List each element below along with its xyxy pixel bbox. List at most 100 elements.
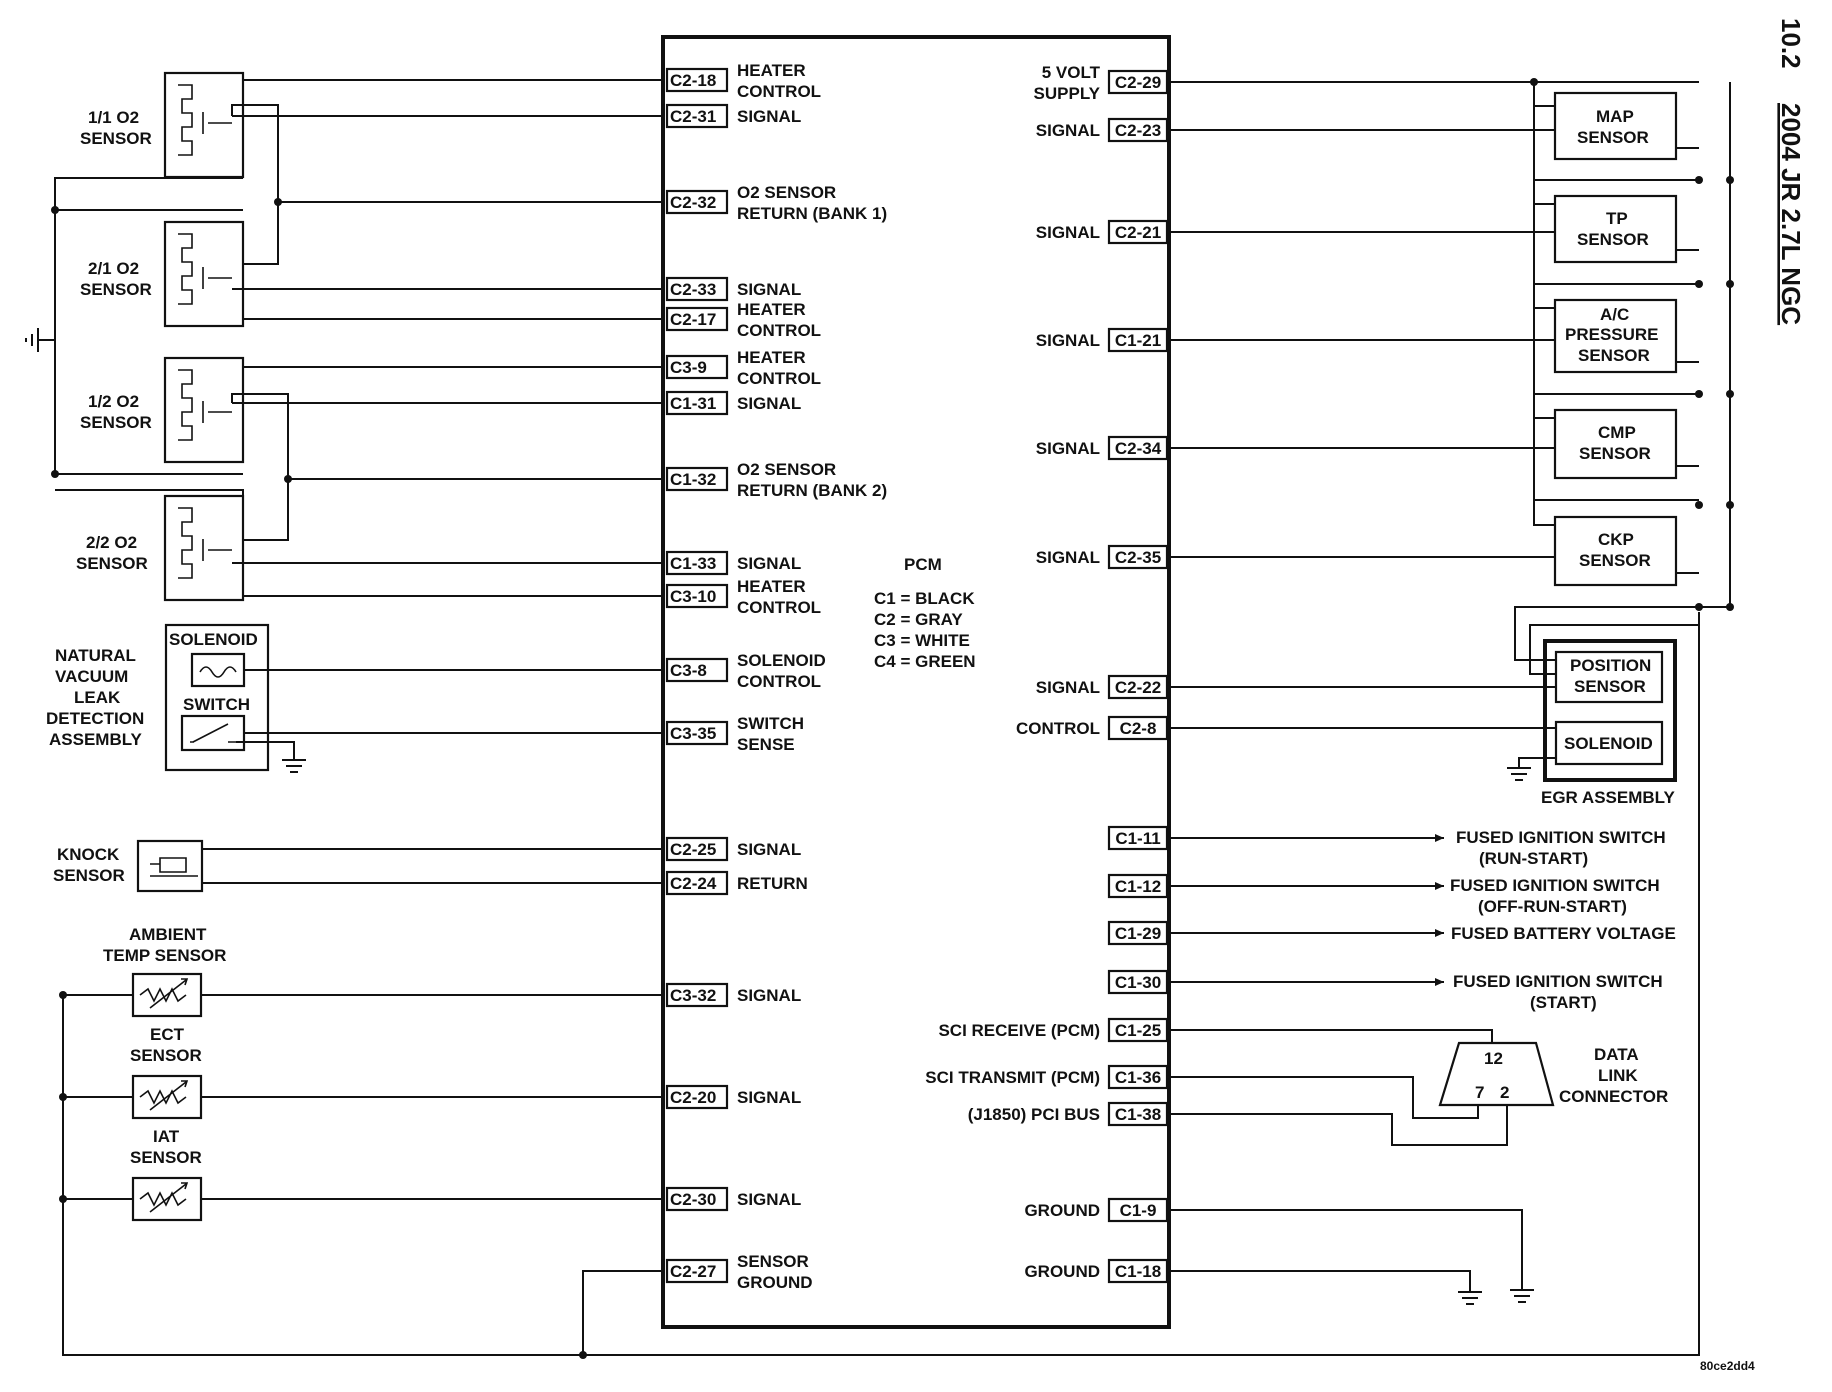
pin-box — [1107, 674, 1169, 700]
pcm-legend-c3: C3 = WHITE — [874, 631, 970, 650]
ground-icon — [25, 328, 39, 352]
ambient-temp-sensor: AMBIENT TEMP SENSOR — [59, 925, 665, 1018]
ect-sensor: ECT SENSOR — [59, 1025, 665, 1120]
pin-id: C2-27 — [670, 1262, 716, 1281]
o2-sensor-2-2-label2: SENSOR — [76, 554, 148, 573]
pin-box — [665, 1186, 729, 1212]
o2-sensor-2-1-label2: SENSOR — [80, 280, 152, 299]
sensor-cell-icon — [202, 267, 232, 289]
dlc-label2: LINK — [1598, 1066, 1638, 1085]
pin-label: GROUND — [1024, 1262, 1100, 1281]
nvld-label-1: NATURAL — [55, 646, 136, 665]
pcm-pin-c1-30: C1-30 — [1107, 969, 1169, 995]
pin-label: SIGNAL — [1036, 331, 1100, 350]
pin-box — [1107, 1197, 1169, 1223]
cmp-sensor-body — [1553, 408, 1678, 480]
pin-box — [1107, 873, 1169, 899]
nvld-body — [164, 623, 270, 772]
section-number: 10.2 — [1776, 18, 1806, 69]
ground-icon — [1458, 1291, 1482, 1305]
egr-solenoid-label: SOLENOID — [1564, 734, 1653, 753]
egr-assembly-body — [1543, 639, 1677, 782]
pin-id: C2-22 — [1115, 678, 1161, 697]
dlc-label3: CONNECTOR — [1559, 1087, 1668, 1106]
pin-id: C3-10 — [670, 587, 716, 606]
nvld-label-2: VACUUM — [55, 667, 128, 686]
pin-id: C1-29 — [1115, 924, 1161, 943]
pin-box — [665, 103, 729, 129]
pin-label: SIGNAL — [737, 986, 801, 1005]
ambient-label: AMBIENT — [129, 925, 207, 944]
map-label: MAP — [1596, 107, 1634, 126]
pin-id: C3-8 — [670, 661, 707, 680]
tp-label2: SENSOR — [1577, 230, 1649, 249]
solenoid-label: SOLENOID — [169, 630, 258, 649]
fused-ign-run-start-2: (RUN-START) — [1479, 849, 1588, 868]
o2-sensor-2-1: 2/1 O2 SENSOR — [80, 220, 245, 328]
pin-id: C2-21 — [1115, 223, 1161, 242]
ckp-label: CKP — [1598, 530, 1634, 549]
o2-sensor-1-1-label2: SENSOR — [80, 129, 152, 148]
pin-label: SIGNAL — [1036, 223, 1100, 242]
o2-sensor-2-2-label: 2/2 O2 — [86, 533, 137, 552]
pin-id: C1-9 — [1120, 1201, 1157, 1220]
thermistor-icon — [139, 1182, 189, 1213]
pin-label: RETURN (BANK 2) — [737, 481, 887, 500]
fused-inputs: FUSED IGNITION SWITCH (RUN-START) FUSED … — [1168, 828, 1676, 1012]
pin-label: SIGNAL — [737, 107, 801, 126]
pin-id: C3-32 — [670, 986, 716, 1005]
pin-id: C2-32 — [670, 193, 716, 212]
side-header: 10.2 2004 JR 2.7L NGC — [1776, 18, 1806, 325]
pcm-legend-c2: C2 = GRAY — [874, 610, 963, 629]
pin-box — [1107, 1258, 1169, 1284]
pcm-pin-c3-32: C3-32 SIGNAL — [665, 982, 801, 1008]
pin-label: SIGNAL — [737, 840, 801, 859]
pin-box — [1107, 1101, 1169, 1127]
pin-id: C1-33 — [670, 554, 716, 573]
dlc-pin-12: 12 — [1484, 1049, 1503, 1068]
o2-sensor-1-1-body — [163, 71, 245, 179]
pin-label: CONTROL — [1016, 719, 1100, 738]
nvld-label-4: DETECTION — [46, 709, 144, 728]
egr-position-body — [1554, 650, 1664, 704]
pin-box — [665, 657, 729, 683]
dlc-pin-7: 7 — [1475, 1083, 1484, 1102]
pin-label: O2 SENSOR — [737, 460, 836, 479]
pin-label: SIGNAL — [1036, 548, 1100, 567]
pin-id: C2-34 — [1115, 439, 1162, 458]
heater-element-icon — [178, 369, 193, 441]
figure-code: 80ce2dd4 — [1700, 1359, 1755, 1373]
pin-label: GROUND — [1024, 1201, 1100, 1220]
pin-label: SUPPLY — [1034, 84, 1101, 103]
fused-ign-off-run-start: FUSED IGNITION SWITCH — [1450, 876, 1660, 895]
pcm-title: PCM — [904, 555, 942, 574]
pin-id: C2-24 — [670, 874, 717, 893]
pin-box — [665, 583, 729, 609]
heater-element-icon — [178, 507, 193, 579]
pin-label: CONTROL — [737, 82, 821, 101]
o2-sensor-1-1-label: 1/1 O2 — [88, 108, 139, 127]
arrow-icon — [1435, 834, 1444, 842]
knock-label: KNOCK — [57, 845, 120, 864]
iat-sensor: IAT SENSOR — [59, 1127, 665, 1222]
pin-label: (J1850) PCI BUS — [968, 1105, 1100, 1124]
pin-label: SOLENOID — [737, 651, 826, 670]
fused-battery-voltage: FUSED BATTERY VOLTAGE — [1451, 924, 1676, 943]
pin-id: C1-25 — [1115, 1021, 1161, 1040]
pin-box — [1107, 544, 1169, 570]
pin-id: C1-31 — [670, 394, 716, 413]
nvld-label-3: LEAK — [74, 688, 121, 707]
o2-sensor-1-2-label2: SENSOR — [80, 413, 152, 432]
thermistor-icon — [139, 1080, 189, 1111]
pin-box — [1107, 219, 1169, 245]
